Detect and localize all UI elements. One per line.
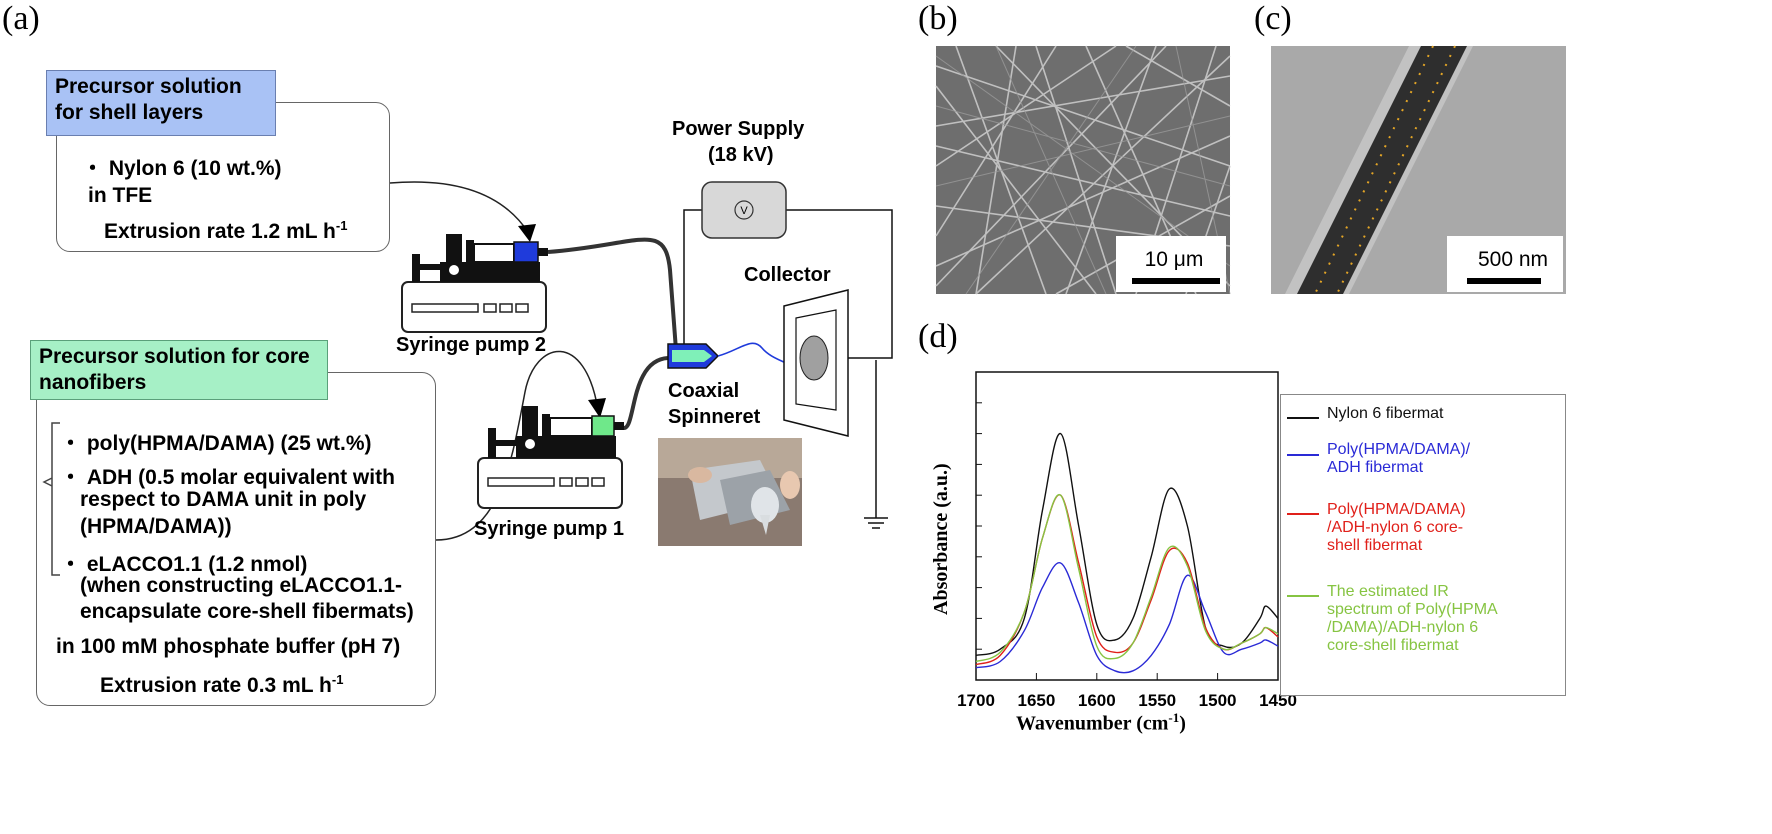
tem-micrograph — [1271, 45, 1566, 295]
legend-estimated-l2: spectrum of Poly(HPMA — [1327, 601, 1498, 618]
shell-extrusion-rate: Extrusion rate 1.2 mL h-1 — [104, 218, 347, 244]
legend-estimated: The estimated IR spectrum of Poly(HPMA /… — [1327, 583, 1498, 655]
shell-tube — [547, 237, 678, 351]
syringe-pump-2 — [401, 234, 548, 333]
shell-polymer: ・ Nylon 6 (10 wt.%) — [82, 157, 282, 180]
spinneret-label-l2: Spinneret — [668, 406, 761, 428]
core-rate-text: Extrusion rate 0.3 mL h — [100, 674, 332, 697]
coaxial-spinneret — [667, 343, 720, 369]
legend-line-nylon — [1287, 417, 1319, 419]
voltmeter-icon — [734, 200, 754, 220]
panel-label-b: (b) — [918, 0, 958, 37]
core-rate-sup: -1 — [331, 672, 344, 687]
core-precursor-box — [36, 372, 436, 706]
legend-poly-adh-l1: Poly(HPMA/DAMA)/ — [1327, 441, 1471, 458]
wire-to-spinneret — [683, 209, 702, 344]
panel-label-a: (a) — [2, 0, 40, 37]
chart-xlabel-text: Wavenumber (cm — [1016, 712, 1169, 735]
power-supply-label-l1: Power Supply — [672, 118, 805, 140]
x-tick-label: 1600 — [1078, 691, 1116, 710]
wire-to-collector — [786, 209, 893, 359]
voltmeter-label: V — [740, 205, 748, 217]
shell-title-line2: for shell layers — [55, 101, 204, 124]
collector — [783, 289, 849, 437]
shell-precursor-title: Precursor solution for shell layers — [46, 70, 276, 136]
core-item-adh-l3: (HPMA/DAMA)) — [80, 515, 232, 538]
pump1-label: Syringe pump 1 — [474, 518, 625, 540]
legend-core-shell: Poly(HPMA/DAMA) /ADH-nylon 6 core- shell… — [1327, 501, 1466, 555]
ground-icon — [864, 360, 888, 529]
pump2-label: Syringe pump 2 — [396, 334, 547, 356]
legend-line-core-shell — [1287, 513, 1319, 515]
power-supply-label-l2: (18 kV) — [708, 144, 774, 166]
series-line-1 — [975, 562, 1279, 674]
legend-line-estimated — [1287, 595, 1319, 597]
legend-core-shell-l3: shell fibermat — [1327, 537, 1423, 554]
tem-scale-label: 500 nm — [1477, 248, 1549, 271]
core-item-elacco-l1: ・ eLACCO1.1 (1.2 nmol) — [60, 553, 308, 576]
legend-line-poly-adh — [1287, 454, 1319, 456]
panel-label-c: (c) — [1254, 0, 1292, 37]
shell-title-line1: Precursor solution — [55, 75, 242, 98]
chart-ylabel: Absorbance (a.u.) — [930, 463, 952, 615]
core-item-adh-l2: respect to DAMA unit in poly — [80, 488, 367, 511]
core-item-elacco-l2: (when constructing eLACCO1.1- — [80, 574, 403, 597]
collector-label: Collector — [744, 264, 831, 286]
legend-estimated-l3: /DAMA)/ADH-nylon 6 — [1327, 619, 1479, 636]
panel-label-d: (d) — [918, 318, 958, 355]
chart-xlabel-sup: -1 — [1168, 710, 1180, 725]
core-tube — [623, 356, 669, 430]
legend-core-shell-l1: Poly(HPMA/DAMA) — [1327, 501, 1466, 518]
x-tick-label: 1550 — [1138, 691, 1176, 710]
syringe-pump-1 — [477, 406, 624, 509]
shell-arrow-head — [518, 224, 536, 242]
core-precursor-title: Precursor solution for core nanofibers — [30, 340, 328, 400]
core-extrusion-rate: Extrusion rate 0.3 mL h-1 — [100, 672, 343, 698]
electrospinning-schematic: V — [42, 181, 893, 576]
core-items-brace — [42, 422, 60, 576]
core-title-line1: Precursor solution for core — [39, 345, 310, 368]
legend-estimated-l4: core-shell fibermat — [1327, 637, 1459, 654]
legend-estimated-l1: The estimated IR — [1327, 583, 1449, 600]
power-supply-box — [701, 181, 787, 239]
chart-xlabel: Wavenumber (cm-1) — [1016, 710, 1186, 736]
spinneret-photo — [658, 438, 802, 546]
shell-to-pump2-arrow — [389, 181, 529, 233]
spinneret-label-l1: Coaxial — [668, 380, 740, 402]
shell-rate-text: Extrusion rate 1.2 mL h — [104, 220, 336, 243]
x-tick-label: 1500 — [1199, 691, 1237, 710]
chart-legend: Nylon 6 fibermat Poly(HPMA/DAMA)/ ADH fi… — [1280, 394, 1566, 696]
shell-solvent: in TFE — [88, 184, 153, 207]
core-buffer: in 100 mM phosphate buffer (pH 7) — [56, 635, 401, 658]
core-title-line2: nanofibers — [39, 371, 147, 394]
x-tick-label: 1650 — [1017, 691, 1055, 710]
legend-core-shell-l2: /ADH-nylon 6 core- — [1327, 519, 1464, 536]
core-item-polymer: ・ poly(HPMA/DAMA) (25 wt.%) — [60, 432, 372, 455]
legend-poly-adh-l2: ADH fibermat — [1327, 459, 1424, 476]
legend-poly-adh: Poly(HPMA/DAMA)/ ADH fibermat — [1327, 441, 1470, 477]
chart-plot-frame — [975, 371, 1279, 681]
chart-xlabel-end: ) — [1179, 712, 1186, 735]
core-to-pump1-arrow — [435, 350, 599, 541]
legend-nylon: Nylon 6 fibermat — [1327, 405, 1444, 423]
core-arrow-head — [588, 398, 606, 418]
sem-micrograph — [935, 45, 1231, 295]
core-item-adh-l1: ・ ADH (0.5 molar equivalent with — [60, 466, 395, 489]
sem-scale-label: 10 μm — [1144, 248, 1204, 271]
series-line-3 — [975, 494, 1279, 663]
legend-nylon-l1: Nylon 6 fibermat — [1327, 405, 1444, 422]
series-line-2 — [975, 494, 1279, 666]
shell-rate-sup: -1 — [335, 218, 348, 233]
x-tick-label: 1700 — [957, 691, 995, 710]
core-item-elacco-l3: encapsulate core-shell fibermats) — [80, 600, 414, 623]
series-line-0 — [975, 432, 1279, 657]
